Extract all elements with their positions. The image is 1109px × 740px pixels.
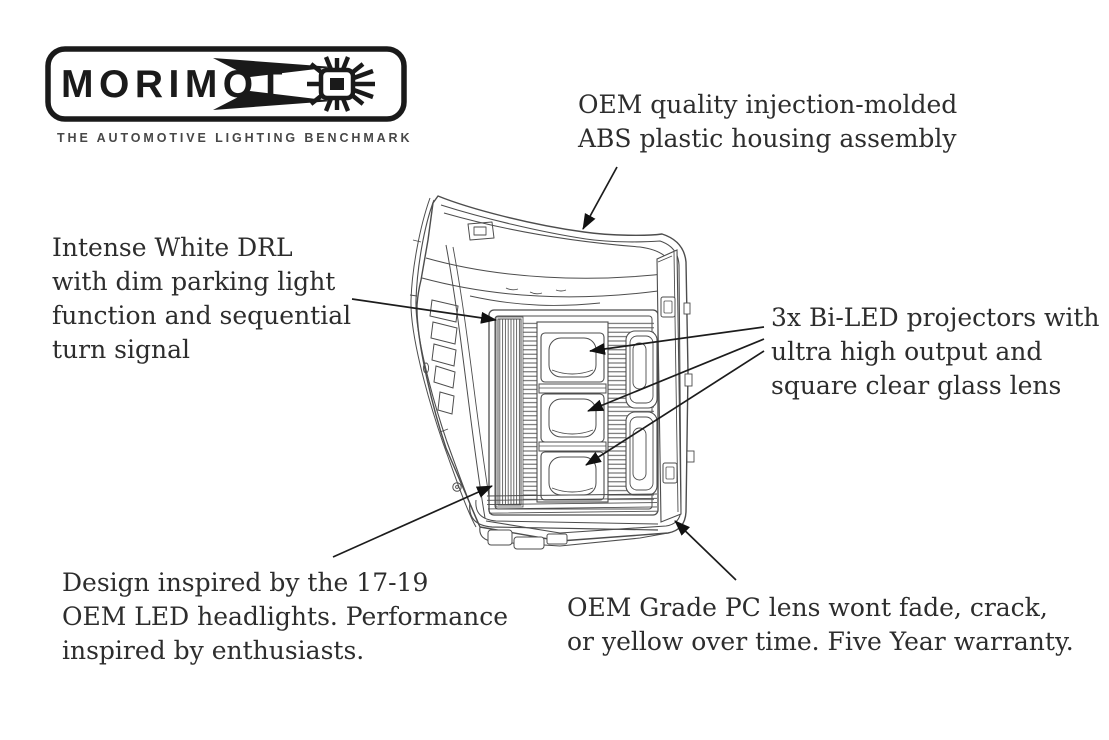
note-drl: Intense White DRL with dim parking light…: [52, 231, 351, 367]
reflector-pocket-lower: [625, 411, 658, 496]
note-housing-line: ABS plastic housing assembly: [578, 124, 957, 153]
arrow-projector-2: [587, 338, 765, 412]
note-projectors-line: ultra high output and: [771, 337, 1043, 366]
bi-led-projector-2: [540, 393, 605, 443]
note-lens-line: OEM Grade PC lens wont fade, crack,: [567, 593, 1048, 622]
bi-led-projector-1: [540, 332, 605, 383]
brow-lines: [421, 257, 673, 306]
side-vents: [429, 299, 459, 415]
note-design-line: Design inspired by the 17-19: [62, 568, 429, 597]
note-drl-line: turn signal: [52, 335, 190, 364]
morimoto-logo: MORIMOT: [45, 46, 407, 122]
sunburst-icon: [213, 56, 375, 112]
note-projectors: 3x Bi-LED projectors with ultra high out…: [771, 301, 1100, 403]
housing-outline: [409, 195, 689, 542]
drl-light-guide: [495, 316, 524, 508]
note-housing-line: OEM quality injection-molded: [578, 90, 958, 119]
note-housing: OEM quality injection-molded ABS plastic…: [578, 88, 957, 156]
arrow-design: [332, 485, 493, 558]
note-projectors-line: 3x Bi-LED projectors with: [771, 303, 1100, 332]
note-projectors-line: square clear glass lens: [771, 371, 1062, 400]
morimoto-logo-art: MORIMOT: [45, 46, 407, 122]
side-panel: [656, 249, 695, 523]
arrow-projector-1: [589, 326, 765, 355]
arrow-projector-3: [585, 350, 765, 466]
logo-tagline: THE AUTOMOTIVE LIGHTING BENCHMARK: [57, 131, 413, 145]
arrow-lens: [674, 520, 737, 581]
arrow-housing: [582, 166, 618, 230]
note-drl-line: function and sequential: [52, 301, 352, 330]
arrow-drl: [351, 298, 497, 324]
note-lens-line: or yellow over time. Five Year warranty.: [567, 627, 1074, 656]
note-design-line: inspired by enthusiasts.: [62, 636, 365, 665]
note-lens: OEM Grade PC lens wont fade, crack, or y…: [567, 591, 1074, 659]
note-drl-line: Intense White DRL: [52, 233, 293, 262]
lower-chin: [469, 493, 669, 550]
lamp-bezel: [488, 309, 659, 516]
note-drl-line: with dim parking light: [52, 267, 336, 296]
note-design: Design inspired by the 17-19 OEM LED hea…: [62, 566, 508, 668]
reflector-pocket-upper: [625, 330, 658, 409]
note-design-line: OEM LED headlights. Performance: [62, 602, 509, 631]
